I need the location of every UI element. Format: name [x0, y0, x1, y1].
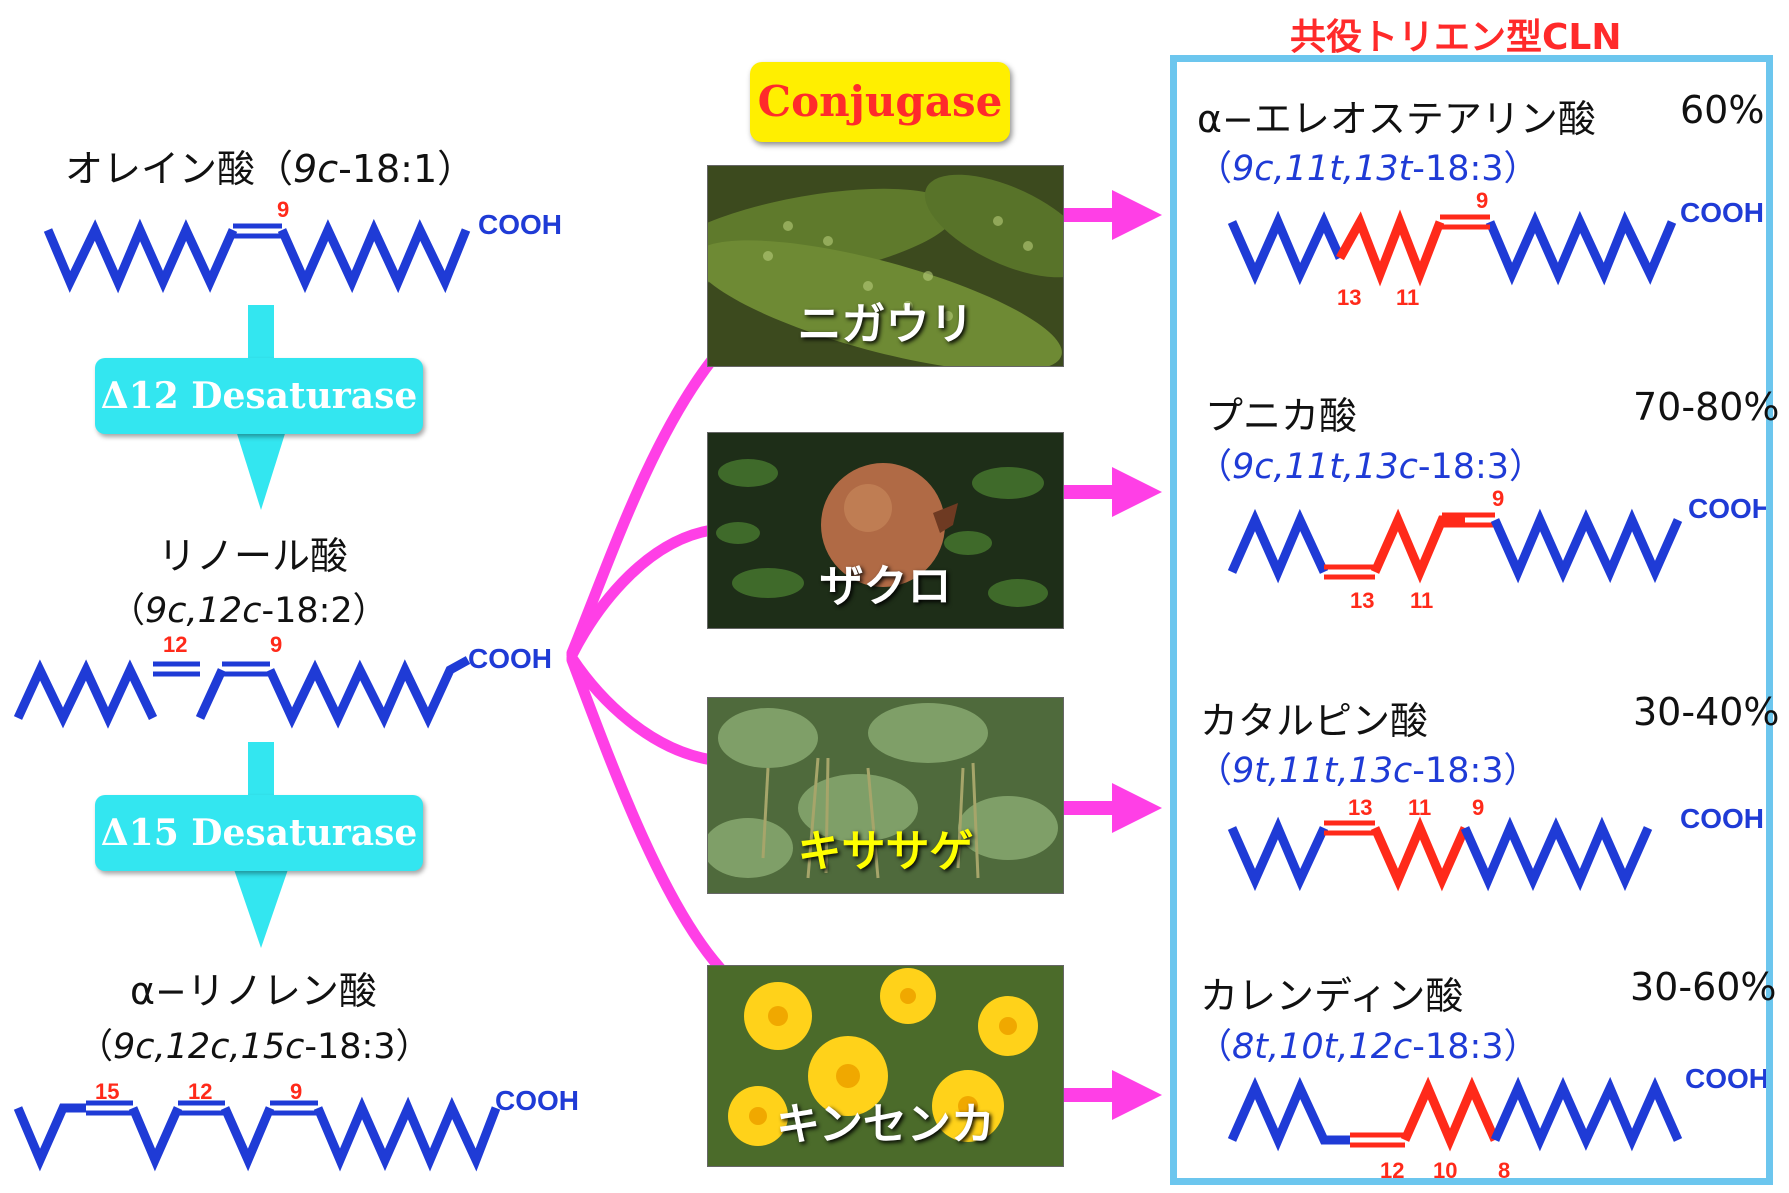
product-name: α−エレオステアリン酸: [1197, 97, 1596, 141]
product-percent: 70-80%: [1633, 385, 1780, 429]
photo-zakuro: ザクロ: [707, 432, 1064, 629]
linolenic-name: α−リノレン酸: [130, 969, 377, 1013]
formula-post: -18:3）: [1412, 1027, 1539, 1067]
molecule-catalpic: [1227, 816, 1653, 892]
formula-pre: （: [1197, 149, 1233, 189]
linoleic-formula-post: -18:2）: [261, 591, 388, 631]
product-formula: （9c,11t,13c-18:3）: [1197, 438, 1544, 489]
formula-italic: 9c,11t,13c: [1232, 447, 1418, 487]
d12-desaturase-box: Δ12 Desaturase: [95, 358, 423, 434]
oleic-formula-pre: （: [255, 147, 294, 191]
branch-to-zakuro: [566, 524, 718, 661]
oleic-name: オレイン酸（9c-18:1）: [65, 138, 475, 193]
oleic-name-text: オレイン酸: [65, 147, 256, 191]
catalpic-pos-label: 13: [1348, 795, 1372, 820]
product-name: カタルピン酸: [1200, 699, 1429, 743]
conjugase-label: Conjugase: [757, 77, 1003, 126]
d12-desaturase-label: Δ12 Desaturase: [100, 375, 418, 417]
punicic-pos-label: 11: [1410, 588, 1433, 613]
oleic-pos-label: 9: [277, 197, 289, 222]
formula-post: -18:3）: [1417, 447, 1545, 487]
plant-label-nigauri: ニガウリ: [797, 299, 974, 350]
molecule-calendic: [1227, 1076, 1683, 1152]
product-formula: （9t,11t,13c-18:3）: [1197, 742, 1539, 793]
eleostearic-cooh-label: COOH: [1680, 197, 1764, 228]
d15-desaturase-box: Δ15 Desaturase: [95, 795, 423, 871]
molecule-punicic: [1227, 508, 1683, 584]
product-name: カレンディン酸: [1200, 974, 1464, 1018]
photo-nigauri: ニガウリ: [707, 165, 1064, 367]
photo-kisasage: キササゲ: [707, 697, 1064, 894]
formula-italic: 9c,11t,13t: [1232, 149, 1413, 189]
plant-label-kinsenka: キンセンカ: [776, 1099, 995, 1150]
product-formula: （9c,11t,13t-18:3）: [1197, 140, 1539, 191]
oleic-formula-italic: 9c: [293, 147, 339, 191]
product-name: プニカ酸: [1205, 394, 1358, 438]
molecule-oleic: [43, 218, 471, 294]
eleostearic-pos-label: 9: [1476, 188, 1488, 213]
catalpic-pos-label: 9: [1472, 795, 1484, 820]
formula-pre: （: [1197, 751, 1233, 791]
product-formula: （8t,10t,12c-18:3）: [1197, 1018, 1539, 1069]
formula-post: -18:3）: [1412, 149, 1539, 189]
branch-to-kinsenka: [566, 654, 726, 974]
catalpic-pos-label: 11: [1408, 795, 1431, 820]
bitter-gourd-illustration: [708, 166, 1063, 366]
punicic-pos-label: 13: [1350, 588, 1374, 613]
oleic-formula-post: -18:1）: [338, 147, 476, 191]
product-percent: 30-60%: [1630, 965, 1777, 1009]
plant-label-kisasage: キササゲ: [797, 826, 974, 877]
linolenic-pos-label: 15: [95, 1079, 119, 1104]
linoleic-formula-italic: 9c,12c: [145, 591, 262, 631]
linolenic-formula-pre: （: [78, 1027, 114, 1067]
calendic-pos-label: 8: [1498, 1158, 1510, 1183]
formula-italic: 8t,10t,12c: [1232, 1027, 1413, 1067]
plant-label-zakuro: ザクロ: [819, 561, 952, 612]
formula-italic: 9t,11t,13c: [1232, 751, 1413, 791]
molecule-linoleic: [13, 656, 471, 729]
catalpic-cooh-label: COOH: [1680, 803, 1764, 834]
linoleic-formula: （9c,12c-18:2）: [110, 582, 388, 633]
d15-desaturase-label: Δ15 Desaturase: [100, 812, 418, 854]
linoleic-pos-label: 9: [270, 632, 282, 657]
punicic-cooh-label: COOH: [1688, 493, 1772, 524]
calendic-cooh-label: COOH: [1685, 1063, 1769, 1094]
linoleic-name: リノール酸: [158, 534, 349, 578]
calendula-illustration: [708, 966, 1063, 1166]
eleostearic-pos-label: 11: [1396, 285, 1419, 310]
linolenic-formula-italic: 9c,12c,15c: [113, 1027, 305, 1067]
formula-pre: （: [1197, 447, 1233, 487]
product-percent: 60%: [1680, 88, 1765, 132]
product-percent: 30-40%: [1633, 690, 1780, 734]
linolenic-pos-label: 9: [290, 1079, 302, 1104]
pink-right-arrows: [1062, 190, 1162, 1120]
molecule-linolenic: [13, 1096, 501, 1172]
branch-to-nigauri: [566, 354, 718, 659]
linoleic-formula-pre: （: [110, 591, 146, 631]
linolenic-pos-label: 12: [188, 1079, 212, 1104]
pomegranate-illustration: [708, 433, 1063, 628]
linolenic-cooh-label: COOH: [495, 1085, 579, 1116]
punicic-pos-label: 9: [1492, 486, 1504, 511]
formula-pre: （: [1197, 1027, 1233, 1067]
branch-to-kisasage: [566, 652, 718, 766]
catalpa-illustration: [708, 698, 1063, 893]
cln-title: 共役トリエン型CLN: [1290, 17, 1622, 58]
molecule-eleostearic: [1227, 209, 1677, 287]
cln-product-box: [1170, 55, 1773, 1185]
photo-kinsenka: キンセンカ: [707, 965, 1064, 1167]
linolenic-formula-post: -18:3）: [304, 1027, 431, 1067]
conjugase-box: Conjugase: [750, 62, 1010, 142]
formula-post: -18:3）: [1412, 751, 1539, 791]
linoleic-pos-label: 12: [163, 632, 187, 657]
linolenic-formula: （9c,12c,15c-18:3）: [78, 1018, 431, 1069]
pink-branches: [566, 354, 726, 974]
oleic-cooh-label: COOH: [478, 209, 562, 240]
eleostearic-pos-label: 13: [1337, 285, 1361, 310]
linoleic-cooh-label: COOH: [468, 643, 552, 674]
